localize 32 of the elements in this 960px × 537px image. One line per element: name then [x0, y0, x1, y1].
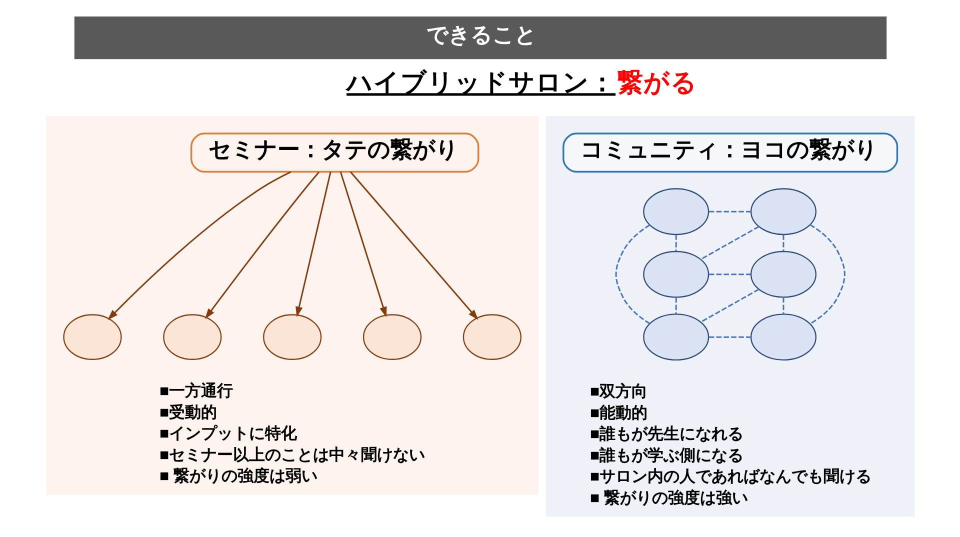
connector — [809, 224, 845, 325]
node-ellipse — [750, 314, 816, 360]
node-box: セミナー：タテの繋がり — [190, 132, 479, 173]
diagram-title: できること — [426, 23, 536, 48]
connector — [708, 336, 750, 338]
node-ellipse — [362, 314, 422, 360]
connector — [708, 274, 750, 276]
arrow — [107, 171, 291, 320]
connector — [614, 224, 650, 324]
node-box: コミュニティ：ヨコの繋がり — [562, 132, 898, 173]
label: ハイブリッドサロン： — [346, 69, 616, 98]
node-ellipse — [642, 250, 709, 298]
label: 繋がる — [617, 69, 698, 98]
connector — [708, 210, 750, 212]
connector — [782, 297, 784, 314]
node-ellipse — [750, 250, 816, 298]
arrow — [295, 172, 331, 318]
connector — [674, 297, 676, 314]
connector — [700, 226, 759, 260]
connector — [674, 234, 676, 252]
connector — [700, 288, 759, 323]
node-ellipse — [62, 314, 122, 360]
arrow — [204, 172, 319, 319]
node-ellipse — [262, 314, 322, 360]
node-ellipse — [162, 314, 222, 360]
arrow — [349, 171, 478, 320]
arrow — [339, 172, 386, 318]
node-ellipse — [642, 188, 709, 236]
connector — [782, 234, 784, 252]
node-ellipse — [750, 188, 816, 236]
node-ellipse — [642, 314, 709, 360]
node-ellipse — [462, 314, 521, 360]
